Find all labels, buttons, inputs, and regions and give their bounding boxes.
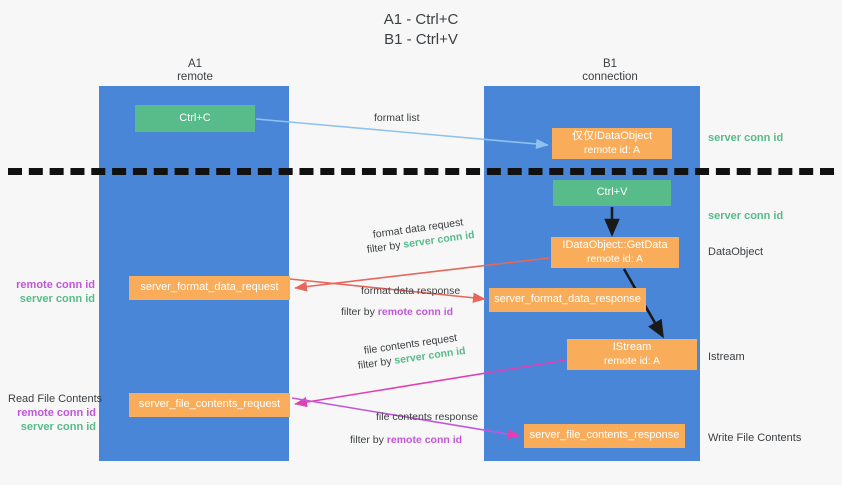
label-format-list: format list xyxy=(374,112,420,124)
label-format-data-request-filter-prefix: filter by xyxy=(366,238,405,256)
column-header-b1: B1 connection xyxy=(540,58,680,84)
label-file-contents-response-filter-prefix: filter by xyxy=(350,434,387,446)
label-file-contents-response-filter: filter by remote conn id xyxy=(350,433,462,447)
label-format-data-response-filter: filter by remote conn id xyxy=(341,305,453,319)
label-format-data-response-filter-value: remote conn id xyxy=(377,306,454,318)
annotation-remote-conn-id-1: remote conn id xyxy=(16,279,95,291)
dashed-divider xyxy=(8,168,834,175)
box-ctrl-c[interactable]: Ctrl+C xyxy=(135,105,255,132)
annotation-left-conn-ids-2: Read File Contents remote conn id server… xyxy=(8,392,103,434)
annotation-server-conn-id-2: server conn id xyxy=(20,421,96,433)
box-idataobject[interactable]: 仅仅IDataObject remote id: A xyxy=(552,128,672,159)
label-file-contents-request-filter-prefix: filter by xyxy=(357,354,396,372)
column-a1-name: A1 xyxy=(187,58,203,70)
box-istream-sublabel: remote id: A xyxy=(603,354,661,367)
column-header-a1: A1 remote xyxy=(130,58,260,84)
annotation-server-conn-id-1: server conn id xyxy=(19,293,95,305)
box-server-file-contents-response[interactable]: server_file_contents_response xyxy=(524,424,685,448)
title-line-1: A1 - Ctrl+C xyxy=(383,11,459,28)
box-getdata-sublabel: remote id: A xyxy=(586,252,644,265)
label-format-data-response: format data response xyxy=(361,285,461,297)
box-server-format-data-response-label: server_format_data_response xyxy=(494,293,641,306)
label-file-contents-response: file contents response xyxy=(376,411,479,423)
box-server-format-data-response[interactable]: server_format_data_response xyxy=(489,288,646,312)
column-a1-sub: remote xyxy=(177,71,213,83)
annotation-server-conn-id-top: server conn id xyxy=(708,132,784,144)
annotation-read-file-contents: Read File Contents xyxy=(8,393,103,405)
box-ctrl-v-label: Ctrl+V xyxy=(596,186,628,199)
annotation-dataobject: DataObject xyxy=(708,246,764,258)
box-istream-label: IStream xyxy=(612,341,652,353)
page-title: A1 - Ctrl+C B1 - Ctrl+V xyxy=(0,10,842,50)
box-getdata-label: IDataObject::GetData xyxy=(562,239,668,251)
box-server-file-contents-request[interactable]: server_file_contents_request xyxy=(129,393,290,417)
column-b1-sub: connection xyxy=(582,71,638,83)
annotation-remote-conn-id-2: remote conn id xyxy=(17,407,96,419)
annotation-server-conn-id-mid: server conn id xyxy=(708,210,784,222)
box-server-file-contents-request-label: server_file_contents_request xyxy=(138,398,281,411)
label-file-contents-response-filter-value: remote conn id xyxy=(386,434,463,446)
box-server-file-contents-response-label: server_file_contents_response xyxy=(529,429,680,442)
annotation-write-file-contents: Write File Contents xyxy=(708,432,802,444)
box-istream[interactable]: IStream remote id: A xyxy=(567,339,697,370)
box-server-format-data-request-label: server_format_data_request xyxy=(140,281,279,294)
annotation-istream: Istream xyxy=(708,351,745,363)
annotation-left-conn-ids-1: remote conn id server conn id xyxy=(10,278,95,306)
box-idataobject-label: 仅仅IDataObject xyxy=(571,130,653,142)
box-ctrl-v[interactable]: Ctrl+V xyxy=(553,180,671,206)
box-server-format-data-request[interactable]: server_format_data_request xyxy=(129,276,290,300)
box-getdata[interactable]: IDataObject::GetData remote id: A xyxy=(551,237,679,268)
title-line-2: B1 - Ctrl+V xyxy=(384,31,458,48)
column-b1-name: B1 xyxy=(602,58,618,70)
box-idataobject-sublabel: remote id: A xyxy=(583,143,641,156)
box-ctrl-c-label: Ctrl+C xyxy=(179,111,211,124)
label-format-data-response-filter-prefix: filter by xyxy=(341,306,378,318)
